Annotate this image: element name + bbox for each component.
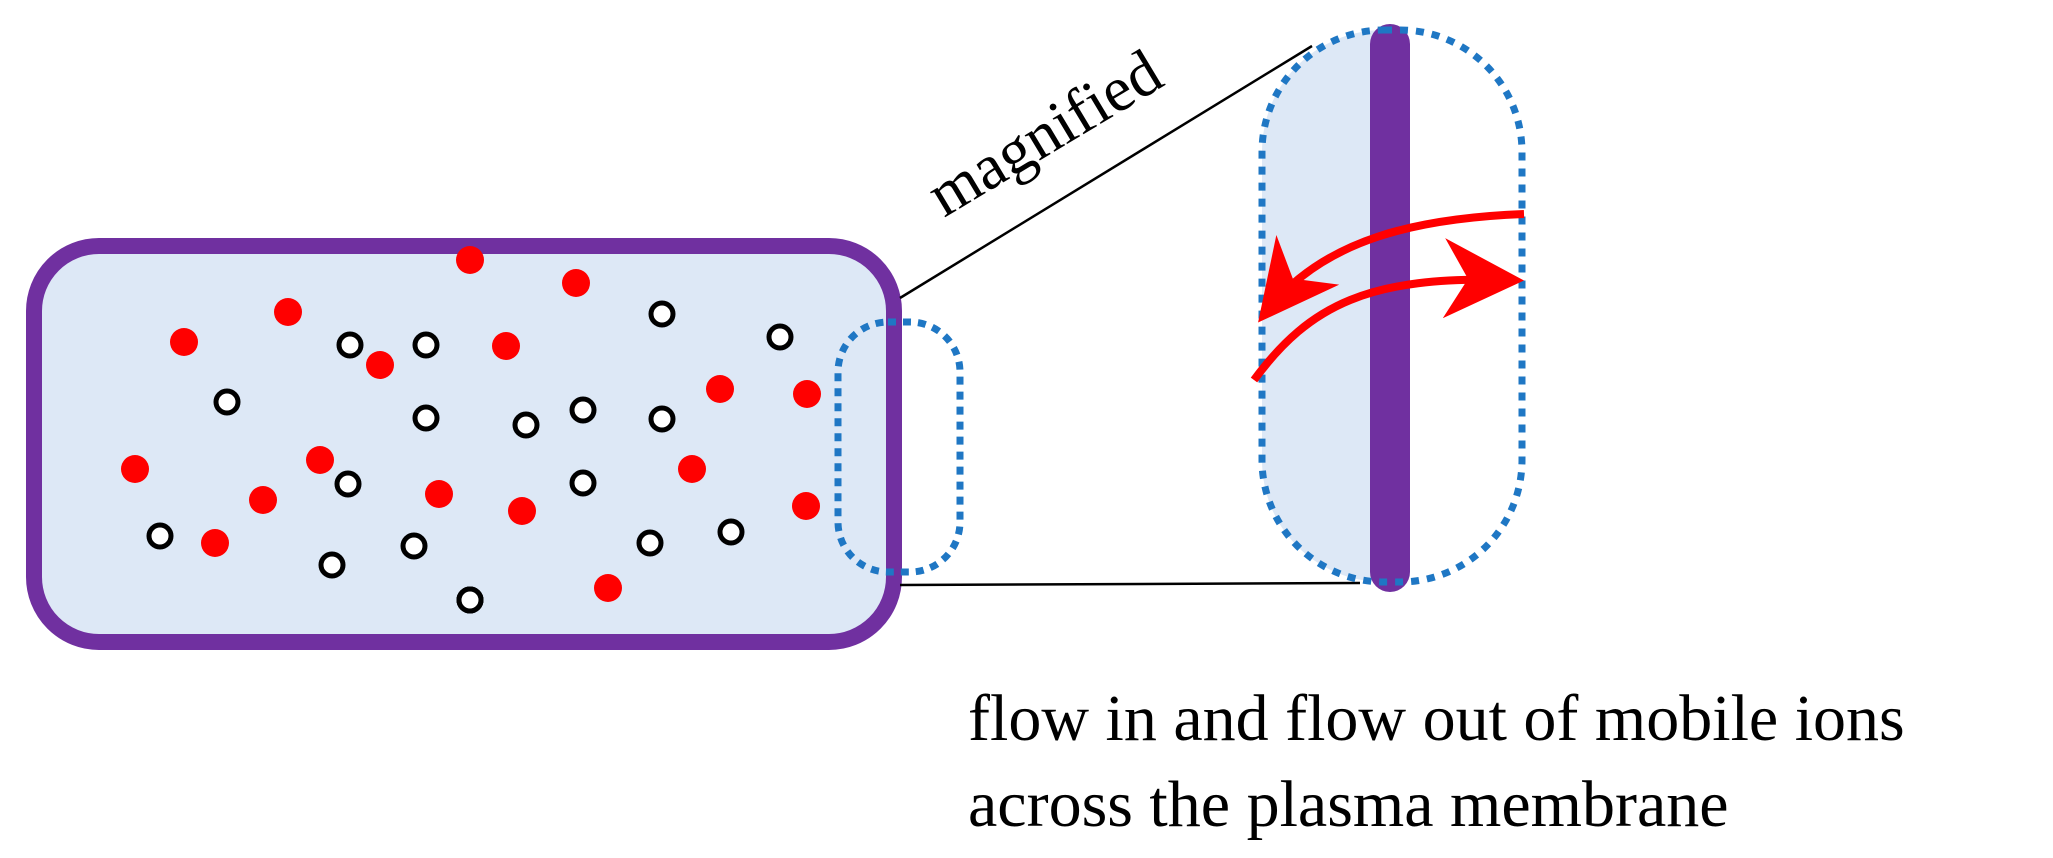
open-ion xyxy=(456,586,484,614)
filled-ion xyxy=(594,574,622,602)
open-ion xyxy=(334,470,362,498)
ion-group xyxy=(121,246,821,614)
filled-ion xyxy=(121,455,149,483)
filled-ion xyxy=(306,446,334,474)
open-ion xyxy=(146,522,174,550)
filled-ion xyxy=(425,480,453,508)
open-ion xyxy=(569,469,597,497)
open-ion xyxy=(400,532,428,560)
open-ion xyxy=(318,551,346,579)
filled-ion xyxy=(456,246,484,274)
magnified-view-outline xyxy=(1258,26,1526,586)
filled-ion xyxy=(793,380,821,408)
filled-ion xyxy=(249,486,277,514)
open-ion xyxy=(336,331,364,359)
open-ion xyxy=(512,411,540,439)
flow-in-arrow xyxy=(1258,210,1525,323)
filled-ion xyxy=(706,375,734,403)
filled-ion xyxy=(492,332,520,360)
filled-ion xyxy=(366,351,394,379)
magnified-label: magnified xyxy=(915,36,1174,230)
connector-line-bottom xyxy=(899,581,1361,587)
open-ion xyxy=(717,518,745,546)
caption-line-1: flow in and flow out of mobile ions xyxy=(968,682,1905,755)
open-ion xyxy=(213,388,241,416)
open-ion xyxy=(412,331,440,359)
caption-line-2: across the plasma membrane xyxy=(968,768,1729,841)
open-ion xyxy=(766,323,794,351)
open-ion xyxy=(569,396,597,424)
connector-line-top xyxy=(899,44,1313,300)
open-ion xyxy=(412,404,440,432)
filled-ion xyxy=(274,298,302,326)
open-ion xyxy=(648,300,676,328)
filled-ion xyxy=(508,497,536,525)
filled-ion xyxy=(562,269,590,297)
open-ion xyxy=(636,529,664,557)
flow-out-arrow xyxy=(1250,238,1524,383)
filled-ion xyxy=(792,492,820,520)
open-ion xyxy=(648,405,676,433)
filled-ion xyxy=(201,529,229,557)
filled-ion xyxy=(678,455,706,483)
cell-body xyxy=(26,238,902,650)
filled-ion xyxy=(170,328,198,356)
